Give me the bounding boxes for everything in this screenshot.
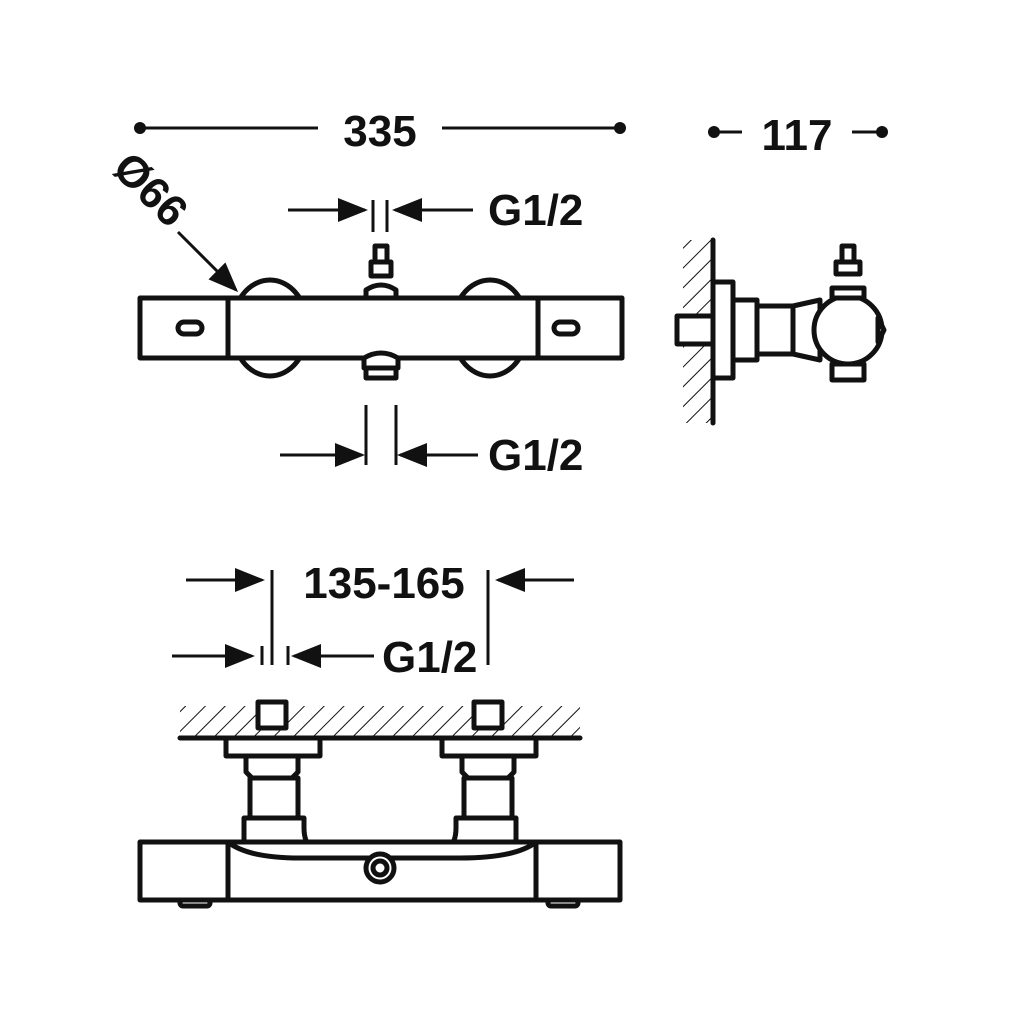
- front-view: 335 Ø66 G1/2 G1/2: [104, 107, 626, 480]
- wall-surface: [177, 706, 583, 741]
- inlet-connection-dimension: G1/2: [172, 633, 477, 682]
- bottom-outlet-dimension: G1/2: [280, 405, 583, 480]
- top-view: 135-165 G1/2: [137, 559, 623, 909]
- overall-width-dimension: 335: [134, 107, 626, 156]
- top-connection-label: G1/2: [488, 186, 583, 235]
- depth-dimension: 117: [708, 111, 888, 160]
- side-view: 117: [674, 111, 888, 426]
- diameter-dimension: Ø66: [104, 143, 239, 293]
- mixer-body-front: [137, 243, 625, 381]
- inlet-spacing-label: 135-165: [303, 559, 464, 608]
- bottom-outlet-label: G1/2: [488, 431, 583, 480]
- inlet-spacing-dimension: 135-165: [186, 559, 574, 665]
- depth-label: 117: [762, 111, 833, 160]
- inlet-connection-label: G1/2: [382, 633, 477, 682]
- diameter-label: Ø66: [104, 143, 197, 236]
- overall-width-label: 335: [343, 107, 416, 156]
- top-connection-dimension: G1/2: [288, 186, 583, 235]
- mixer-body-top: [137, 699, 623, 909]
- mixer-body-side: [674, 243, 887, 383]
